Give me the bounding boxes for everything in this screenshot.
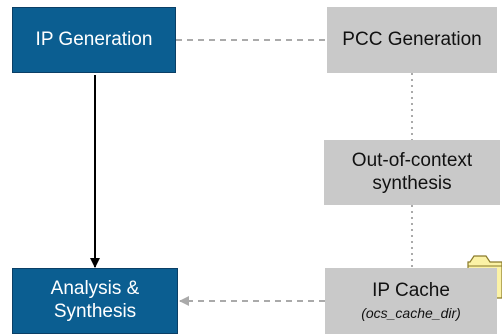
- pcc-generation-node[interactable]: PCC Generation: [327, 7, 497, 73]
- ooc-synthesis-node[interactable]: Out-of-context synthesis: [324, 140, 500, 205]
- ooc-synthesis-line2: synthesis: [372, 172, 452, 194]
- pcc-generation-label: PCC Generation: [342, 28, 482, 50]
- ip-generation-node[interactable]: IP Generation: [12, 7, 176, 73]
- analysis-synthesis-node[interactable]: Analysis & Synthesis: [12, 268, 178, 334]
- ooc-synthesis-line1: Out-of-context: [351, 149, 473, 171]
- ip-cache-sublabel: (ocs_cache_dir): [361, 305, 461, 321]
- ip-generation-label: IP Generation: [35, 28, 153, 50]
- ip-cache-node[interactable]: IP Cache (ocs_cache_dir): [325, 268, 497, 334]
- analysis-synthesis-line2: Synthesis: [53, 301, 137, 322]
- analysis-synthesis-line1: Analysis &: [50, 278, 140, 300]
- ip-cache-label: IP Cache: [372, 280, 450, 302]
